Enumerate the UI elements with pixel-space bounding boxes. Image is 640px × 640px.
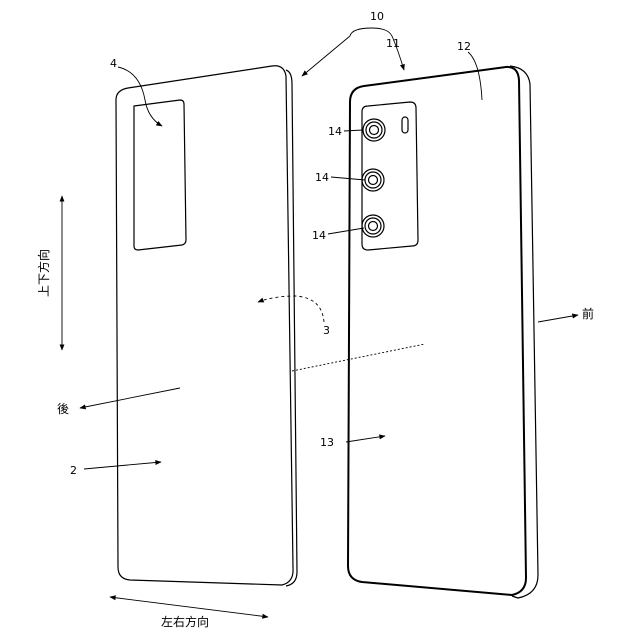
leader-4	[118, 67, 162, 126]
label-10: 10	[370, 10, 384, 23]
front-direction-label: 前	[582, 306, 594, 321]
left-phone-side-edge	[286, 70, 297, 586]
right-phone-body-outline	[348, 67, 526, 595]
vertical-direction-label: 上下方向	[36, 249, 51, 297]
horizontal-direction-arrow	[110, 597, 268, 617]
label-4: 4	[110, 57, 117, 70]
left-phone-inner-panel	[134, 100, 186, 250]
label-14-b: 14	[315, 171, 329, 184]
leader-10-brace	[350, 28, 392, 36]
label-14-a: 14	[328, 125, 342, 138]
left-phone-body-outline	[116, 66, 293, 585]
leader-2	[84, 462, 161, 469]
left-phone-view	[116, 66, 297, 586]
leader-14-c	[328, 228, 364, 234]
label-14-c: 14	[312, 229, 326, 242]
leader-13	[346, 436, 385, 442]
leader-14-a	[344, 130, 363, 131]
label-2: 2	[70, 464, 77, 477]
horizontal-direction-label: 左右方向	[161, 614, 209, 629]
rear-direction-arrow	[80, 388, 180, 408]
camera-lens-2	[362, 169, 384, 191]
label-3: 3	[323, 324, 330, 337]
leader-14-b	[331, 177, 365, 180]
front-direction-arrow	[538, 315, 578, 322]
camera-lens-1	[363, 119, 385, 141]
label-13: 13	[320, 436, 334, 449]
camera-lens-3	[362, 215, 384, 237]
label-11: 11	[386, 37, 400, 50]
leader-12	[468, 52, 482, 100]
flash	[402, 117, 408, 133]
right-phone-view	[348, 66, 538, 598]
leader-3	[258, 296, 324, 322]
label-12: 12	[457, 40, 471, 53]
right-phone-side-edge	[510, 66, 538, 598]
leader-10-left	[302, 36, 350, 76]
section-line	[292, 344, 425, 371]
rear-direction-label: 後	[57, 402, 69, 416]
